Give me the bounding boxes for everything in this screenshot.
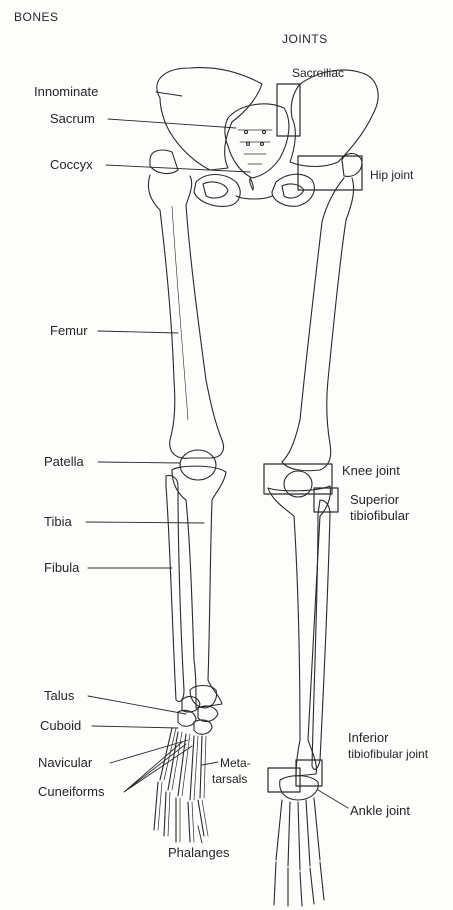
phalanges-leader bbox=[198, 826, 202, 843]
talus-label: Talus bbox=[44, 688, 74, 703]
tibia-label: Tibia bbox=[44, 514, 72, 529]
femur-label: Femur bbox=[50, 323, 88, 338]
cuboid-label: Cuboid bbox=[40, 718, 81, 733]
inferior-tibiofibular-label-line1: Inferior bbox=[348, 730, 388, 745]
coccyx-label: Coccyx bbox=[50, 157, 93, 172]
joint-boxes bbox=[264, 84, 362, 792]
left-leg-drawing bbox=[148, 175, 226, 842]
hip-joint-label: Hip joint bbox=[370, 168, 413, 183]
metatarsals-leader bbox=[202, 762, 218, 765]
knee-joint-label: Knee joint bbox=[342, 463, 400, 478]
hip-joint-box bbox=[298, 156, 362, 190]
ankle-joint-label: Ankle joint bbox=[350, 803, 410, 818]
cuneiforms-label: Cuneiforms bbox=[38, 784, 104, 799]
sacroiliac-label: Sacroiliac bbox=[292, 66, 344, 81]
bones-heading: BONES bbox=[14, 10, 59, 25]
right-leg-drawing bbox=[268, 178, 354, 906]
femur-leader bbox=[98, 331, 178, 333]
metatarsals-label-line1: Meta- bbox=[220, 756, 251, 771]
navicular-label: Navicular bbox=[38, 755, 92, 770]
metatarsals-label-line2: tarsals bbox=[212, 772, 247, 787]
coccyx-leader bbox=[106, 165, 250, 172]
sacrum-label: Sacrum bbox=[50, 111, 95, 126]
inferior-tibiofibular-label-line2: tibiofibular joint bbox=[348, 747, 453, 762]
superior-tibiofibular-label-line1: Superior bbox=[350, 492, 399, 507]
superior-tibiofibular-label-line2: tibiofibular bbox=[350, 508, 409, 523]
ankle-joint-box bbox=[268, 768, 300, 792]
joints-heading: JOINTS bbox=[282, 32, 328, 47]
innominate-label: Innominate bbox=[34, 84, 98, 99]
tibia-leader bbox=[86, 522, 204, 523]
pelvis-drawing bbox=[150, 68, 378, 207]
talus-leader bbox=[88, 696, 186, 714]
ankle-joint-leader bbox=[318, 790, 348, 808]
fibula-label: Fibula bbox=[44, 560, 79, 575]
patella-label: Patella bbox=[44, 454, 84, 469]
cuboid-leader bbox=[92, 726, 178, 728]
sacrum-leader bbox=[108, 119, 236, 128]
patella-leader bbox=[98, 462, 180, 463]
innominate-leader bbox=[156, 92, 182, 96]
phalanges-label: Phalanges bbox=[168, 845, 229, 860]
